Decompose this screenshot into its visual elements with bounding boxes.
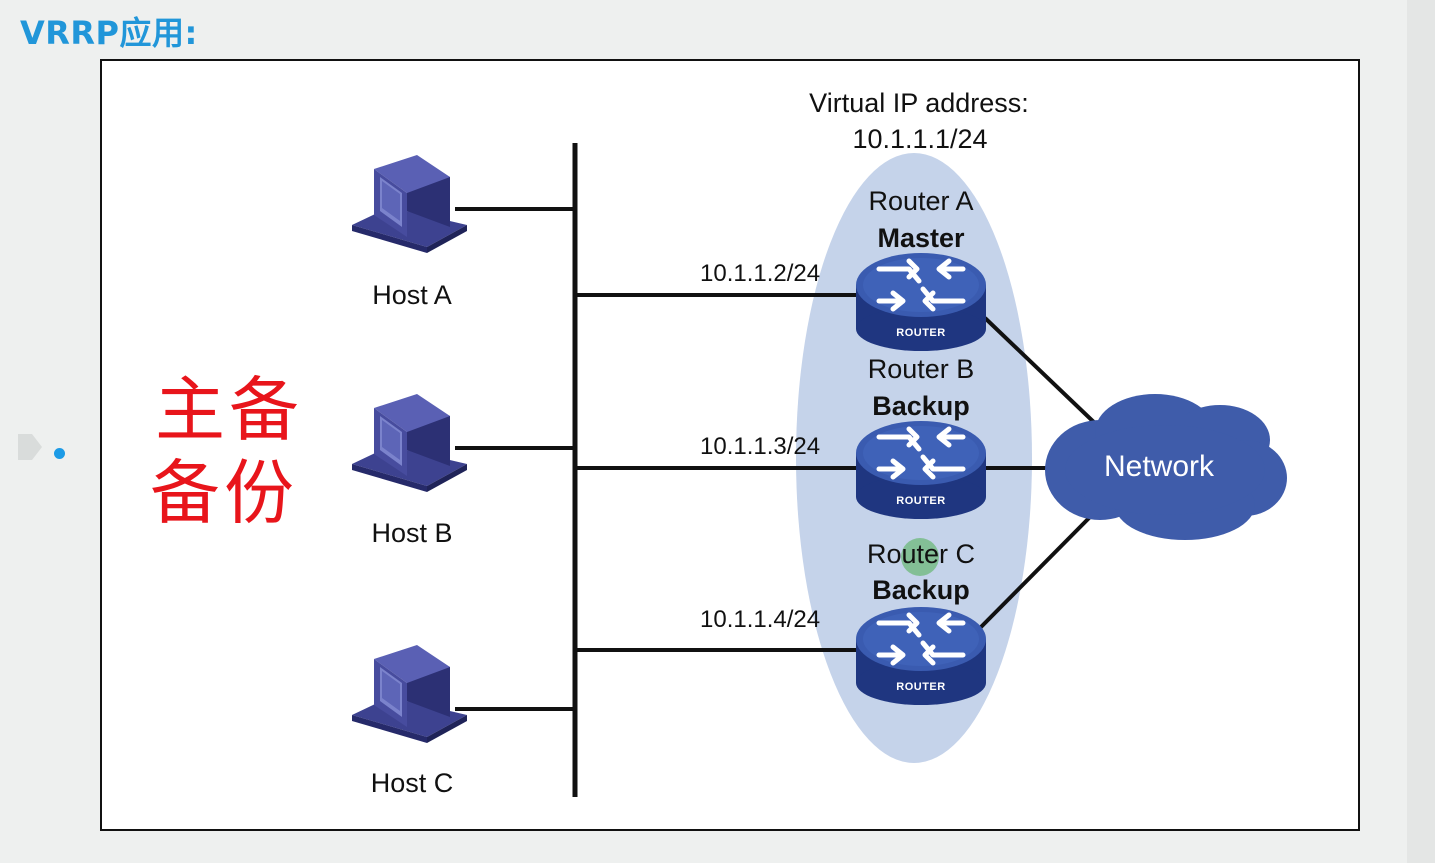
host-b-computer-icon: [352, 394, 467, 492]
virtual-ip-title: Virtual IP address:: [809, 88, 1029, 118]
annotation-line-2: 备份: [150, 452, 298, 534]
network-label: Network: [1104, 450, 1215, 483]
router-c-role: Backup: [872, 575, 970, 605]
router-c-ip: 10.1.1.4/24: [700, 606, 821, 633]
network-cloud-icon: [1045, 394, 1287, 540]
host-c-label: Host C: [370, 768, 454, 798]
router-a-uplink: [983, 316, 1102, 430]
host-a-label: Host A: [372, 280, 452, 310]
annotation-line-1: 主备: [155, 369, 303, 451]
router-b-role: Backup: [872, 391, 970, 421]
router-a-name: Router A: [868, 186, 974, 216]
router-b-ip: 10.1.1.3/24: [700, 433, 821, 460]
router-c-name: Router C: [866, 539, 976, 569]
host-a-computer-icon: [352, 155, 467, 253]
page-title: VRRP应用:: [20, 14, 198, 52]
cursor-indicator: [901, 538, 939, 576]
host-b-label: Host B: [371, 518, 453, 548]
bullet-dot: [54, 448, 65, 459]
host-c-computer-icon: [352, 645, 467, 743]
router-a-role: Master: [877, 223, 965, 253]
router-c-uplink: [978, 513, 1094, 630]
router-b-device-text: ROUTER: [896, 495, 946, 507]
virtual-ip-value: 10.1.1.1/24: [852, 124, 988, 154]
slide-marker-icon: [18, 434, 42, 460]
router-a-device-text: ROUTER: [896, 327, 946, 339]
router-c-device-text: ROUTER: [896, 681, 946, 693]
router-a-ip: 10.1.1.2/24: [700, 260, 821, 287]
router-b-name: Router B: [867, 354, 975, 384]
scrollbar-track[interactable]: [1407, 0, 1435, 863]
